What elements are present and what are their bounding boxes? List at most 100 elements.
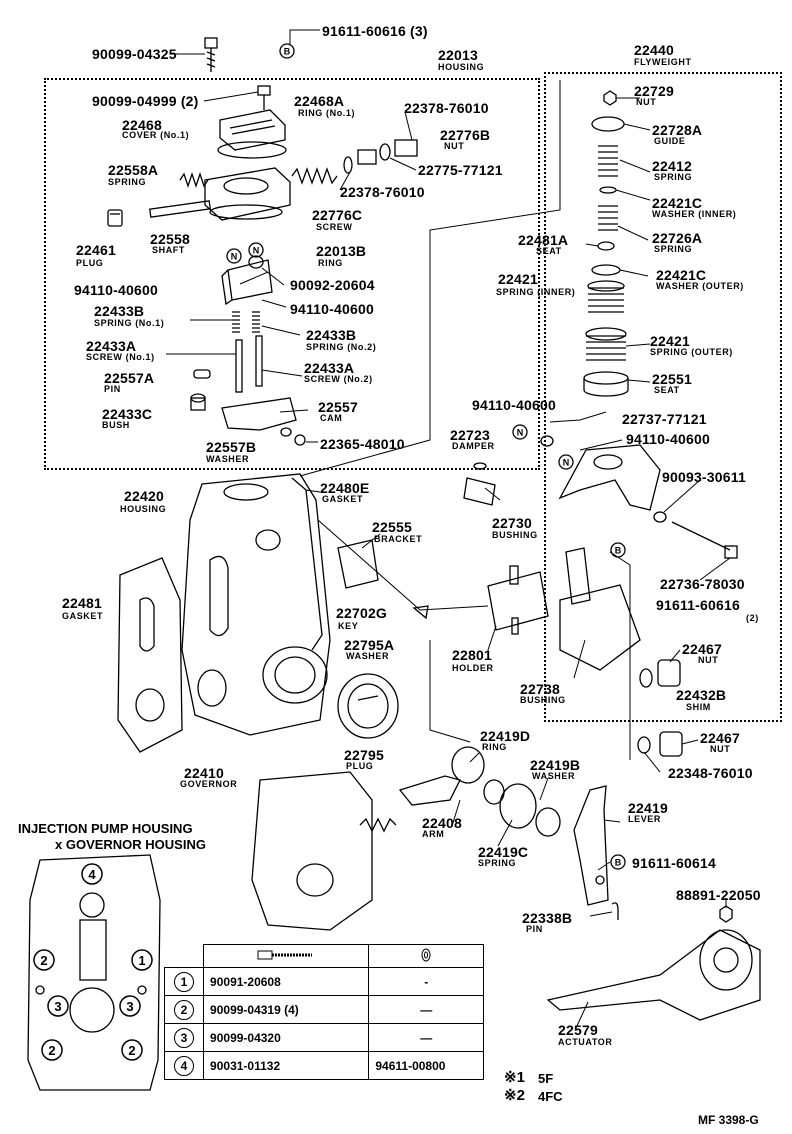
part-name-n22420: HOUSING xyxy=(120,504,167,514)
part-number-p22555: 22555 xyxy=(372,519,412,535)
part-name-n22419D: RING xyxy=(482,742,507,752)
row-washer: — xyxy=(368,1023,484,1052)
inset-marker-2: 2 xyxy=(128,1043,135,1058)
part-number-p22468A: 22468A xyxy=(294,93,345,109)
part-name-n22467b: NUT xyxy=(710,744,731,754)
part-name-n22776C: SCREW xyxy=(316,222,353,232)
bolt-table: 1 90091-20608 - 2 90099-04319 (4) — 3 90… xyxy=(163,944,484,1080)
part-name-n22433B: SPRING (No.1) xyxy=(94,318,165,328)
part-name-n22481: GASKET xyxy=(62,611,104,621)
part-number-p90093-30611: 90093-30611 xyxy=(662,469,746,485)
part-name-n22410: GOVERNOR xyxy=(180,779,238,789)
part-name-n22467: NUT xyxy=(698,655,719,665)
part-name-n22412: SPRING xyxy=(654,172,693,182)
part-name-n22433C: BUSH xyxy=(102,420,130,430)
part-number-p22432B: 22432B xyxy=(676,687,727,703)
holder-icon xyxy=(487,571,549,631)
part-number-p94110-40600d: 94110-40600 xyxy=(626,431,710,447)
housing-group-name: HOUSING xyxy=(438,62,485,72)
part-number-p22467: 22467 xyxy=(682,641,722,657)
part-number-p88891-22050: 88891-22050 xyxy=(676,887,761,903)
row-part: 90031-01132 xyxy=(203,1051,370,1080)
part-name-n22702G: KEY xyxy=(338,621,359,631)
inset-title-line1: INJECTION PUMP HOUSING xyxy=(18,821,193,836)
row-washer: — xyxy=(368,995,484,1024)
part-number-p91611-60614: 91611-60614 xyxy=(632,855,716,871)
part-name-n22013B: RING xyxy=(318,258,343,268)
part-number-p22726A: 22726A xyxy=(652,230,703,246)
part-number-p22557A: 22557A xyxy=(104,370,155,386)
part-number-p22433A2: 22433A xyxy=(304,360,355,376)
part-number-p22419C: 22419C xyxy=(478,844,529,860)
part-name-n22481A: SEAT xyxy=(536,246,562,256)
part-number-p22468: 22468 xyxy=(122,117,162,133)
housing-group-box xyxy=(44,78,540,470)
bolt-icon xyxy=(204,37,218,72)
housing-top-icon xyxy=(204,167,291,221)
part-name-n22723: DAMPER xyxy=(452,441,495,451)
table-row: 2 90099-04319 (4) — xyxy=(163,995,484,1024)
part-name-n22555: BRACKET xyxy=(374,534,423,544)
table-header-row xyxy=(164,944,484,968)
row-ref: 2 xyxy=(174,999,195,1020)
cover-icon xyxy=(219,109,286,151)
inset-title-line2: x GOVERNOR HOUSING xyxy=(55,837,206,852)
part-number-p22433B: 22433B xyxy=(94,303,145,319)
part-name-n22738: BUSHING xyxy=(520,695,566,705)
part-name-n22433A2: SCREW (No.2) xyxy=(304,374,373,384)
flyweight-group-name: FLYWEIGHT xyxy=(634,57,692,67)
part-number-p22736-78030: 22736-78030 xyxy=(660,576,745,592)
part-number-p22558: 22558 xyxy=(150,231,190,247)
part-name-n22421C: WASHER (INNER) xyxy=(652,209,737,219)
part-number-p94110-40600b: 94110-40600 xyxy=(290,301,374,317)
part-name-n22433B2: SPRING (No.2) xyxy=(306,342,377,352)
part-number-p22348-76010: 22348-76010 xyxy=(668,765,753,781)
part-name-n22728A: GUIDE xyxy=(654,136,686,146)
row-ref: 3 xyxy=(174,1027,195,1048)
part-name-n22468A: RING (No.1) xyxy=(298,108,356,118)
marker-n: N xyxy=(517,428,524,438)
lever-icon xyxy=(573,785,609,906)
part-number-p22419D: 22419D xyxy=(480,728,531,744)
part-number-p22558A: 22558A xyxy=(108,162,159,178)
part-name-n22419: LEVER xyxy=(628,814,662,824)
part-number-p22461: 22461 xyxy=(76,242,116,258)
part-name-n22795: PLUG xyxy=(346,761,374,771)
inset-marker-4: 4 xyxy=(88,867,96,882)
part-number-p22775-77121: 22775-77121 xyxy=(418,162,503,178)
flyweight-group-part: 22440 xyxy=(634,42,674,58)
row-part: 90099-04319 (4) xyxy=(203,995,370,1024)
part-name-n22468: COVER (No.1) xyxy=(122,130,190,140)
part-number-p94110-40600c: 94110-40600 xyxy=(472,397,556,413)
part-number-p91611-60616-3: 91611-60616 (3) xyxy=(322,23,428,39)
part-number-p22730: 22730 xyxy=(492,515,532,531)
part-number-p22419: 22419 xyxy=(628,800,668,816)
part-name-n22419C: SPRING xyxy=(478,858,517,868)
part-name-n22558: SHAFT xyxy=(152,245,185,255)
part-name-n22433A: SCREW (No.1) xyxy=(86,352,155,362)
actuator-icon xyxy=(546,929,761,1021)
row-washer: - xyxy=(368,967,484,996)
part-name-n22461: PLUG xyxy=(76,258,104,268)
row-ref: 4 xyxy=(174,1055,195,1076)
part-number-p22481: 22481 xyxy=(62,595,102,611)
part-number-p22776B: 22776B xyxy=(440,127,491,143)
part-number-p22421C2: 22421C xyxy=(656,267,707,283)
part-name-n22421b: SPRING (OUTER) xyxy=(650,347,733,357)
part-number-p22795: 22795 xyxy=(344,747,384,763)
part-number-p22795A: 22795A xyxy=(344,637,395,653)
part-number-p22378-76010b: 22378-76010 xyxy=(340,184,425,200)
marker-n: N xyxy=(231,252,238,262)
part-number-p22557: 22557 xyxy=(318,399,358,415)
part-number-p90099-04325: 90099-04325 xyxy=(92,46,177,62)
row-part: 90091-20608 xyxy=(203,967,370,996)
inset-marker-3: 3 xyxy=(126,999,133,1014)
marker-n: N xyxy=(563,458,570,468)
part-number-p91611-60616-2: 91611-60616 xyxy=(656,597,740,613)
part-number-p22738: 22738 xyxy=(520,681,560,697)
part-number-p22421C: 22421C xyxy=(652,195,703,211)
part-name-n22480E: GASKET xyxy=(322,494,364,504)
part-name-n22579: ACTUATOR xyxy=(558,1037,613,1047)
